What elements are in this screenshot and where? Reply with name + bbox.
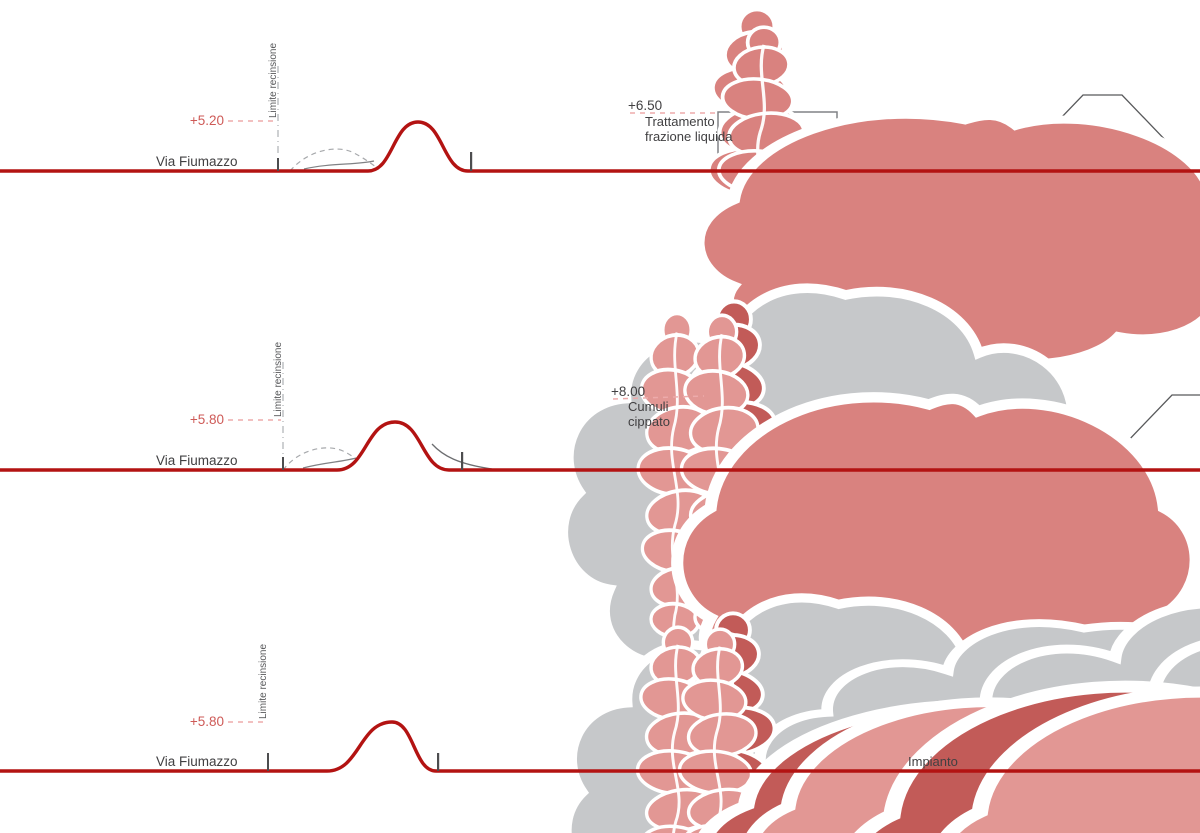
red-ground-line-with-berm: [0, 720, 1200, 773]
existing-ground-line: [302, 457, 357, 469]
elevation-label: +5.80: [190, 714, 224, 729]
road-label: Via Fiumazzo: [156, 154, 238, 169]
annotation-elevation-label: +8.00: [611, 384, 645, 399]
impianto-label: Impianto: [908, 754, 958, 769]
red-ground-line-with-berm: [0, 120, 1200, 173]
marker-post: [437, 753, 440, 771]
fence-limit-tick: [277, 158, 279, 171]
annotation-text-line: Trattamento: [645, 114, 715, 129]
annotation-text-line: cippato: [628, 414, 670, 429]
existing-berm-dashed-outline: [282, 447, 367, 471]
fence-limit-label: Limite recinsione: [268, 43, 279, 118]
elevation-label: +5.20: [190, 113, 224, 128]
road-label: Via Fiumazzo: [156, 453, 238, 468]
red-ground-line-with-berm: [0, 420, 1200, 472]
existing-ground-line: [303, 160, 375, 170]
elevation-label: +5.80: [190, 412, 224, 427]
fence-limit-label: Limite recinsione: [273, 342, 284, 417]
annotation-text-line: Cumuli: [628, 399, 669, 414]
fence-limit-label: Limite recinsione: [258, 644, 269, 719]
annotation-elevation-label: +6.50: [628, 98, 662, 113]
annotation-text-line: frazione liquida: [645, 129, 733, 144]
slope-line: [431, 443, 493, 470]
road-label: Via Fiumazzo: [156, 754, 238, 769]
fence-limit-tick: [282, 457, 284, 470]
existing-berm-dashed-outline: [289, 148, 381, 172]
fence-limit-tick: [267, 753, 269, 771]
marker-post: [461, 452, 464, 470]
marker-post: [470, 152, 473, 171]
